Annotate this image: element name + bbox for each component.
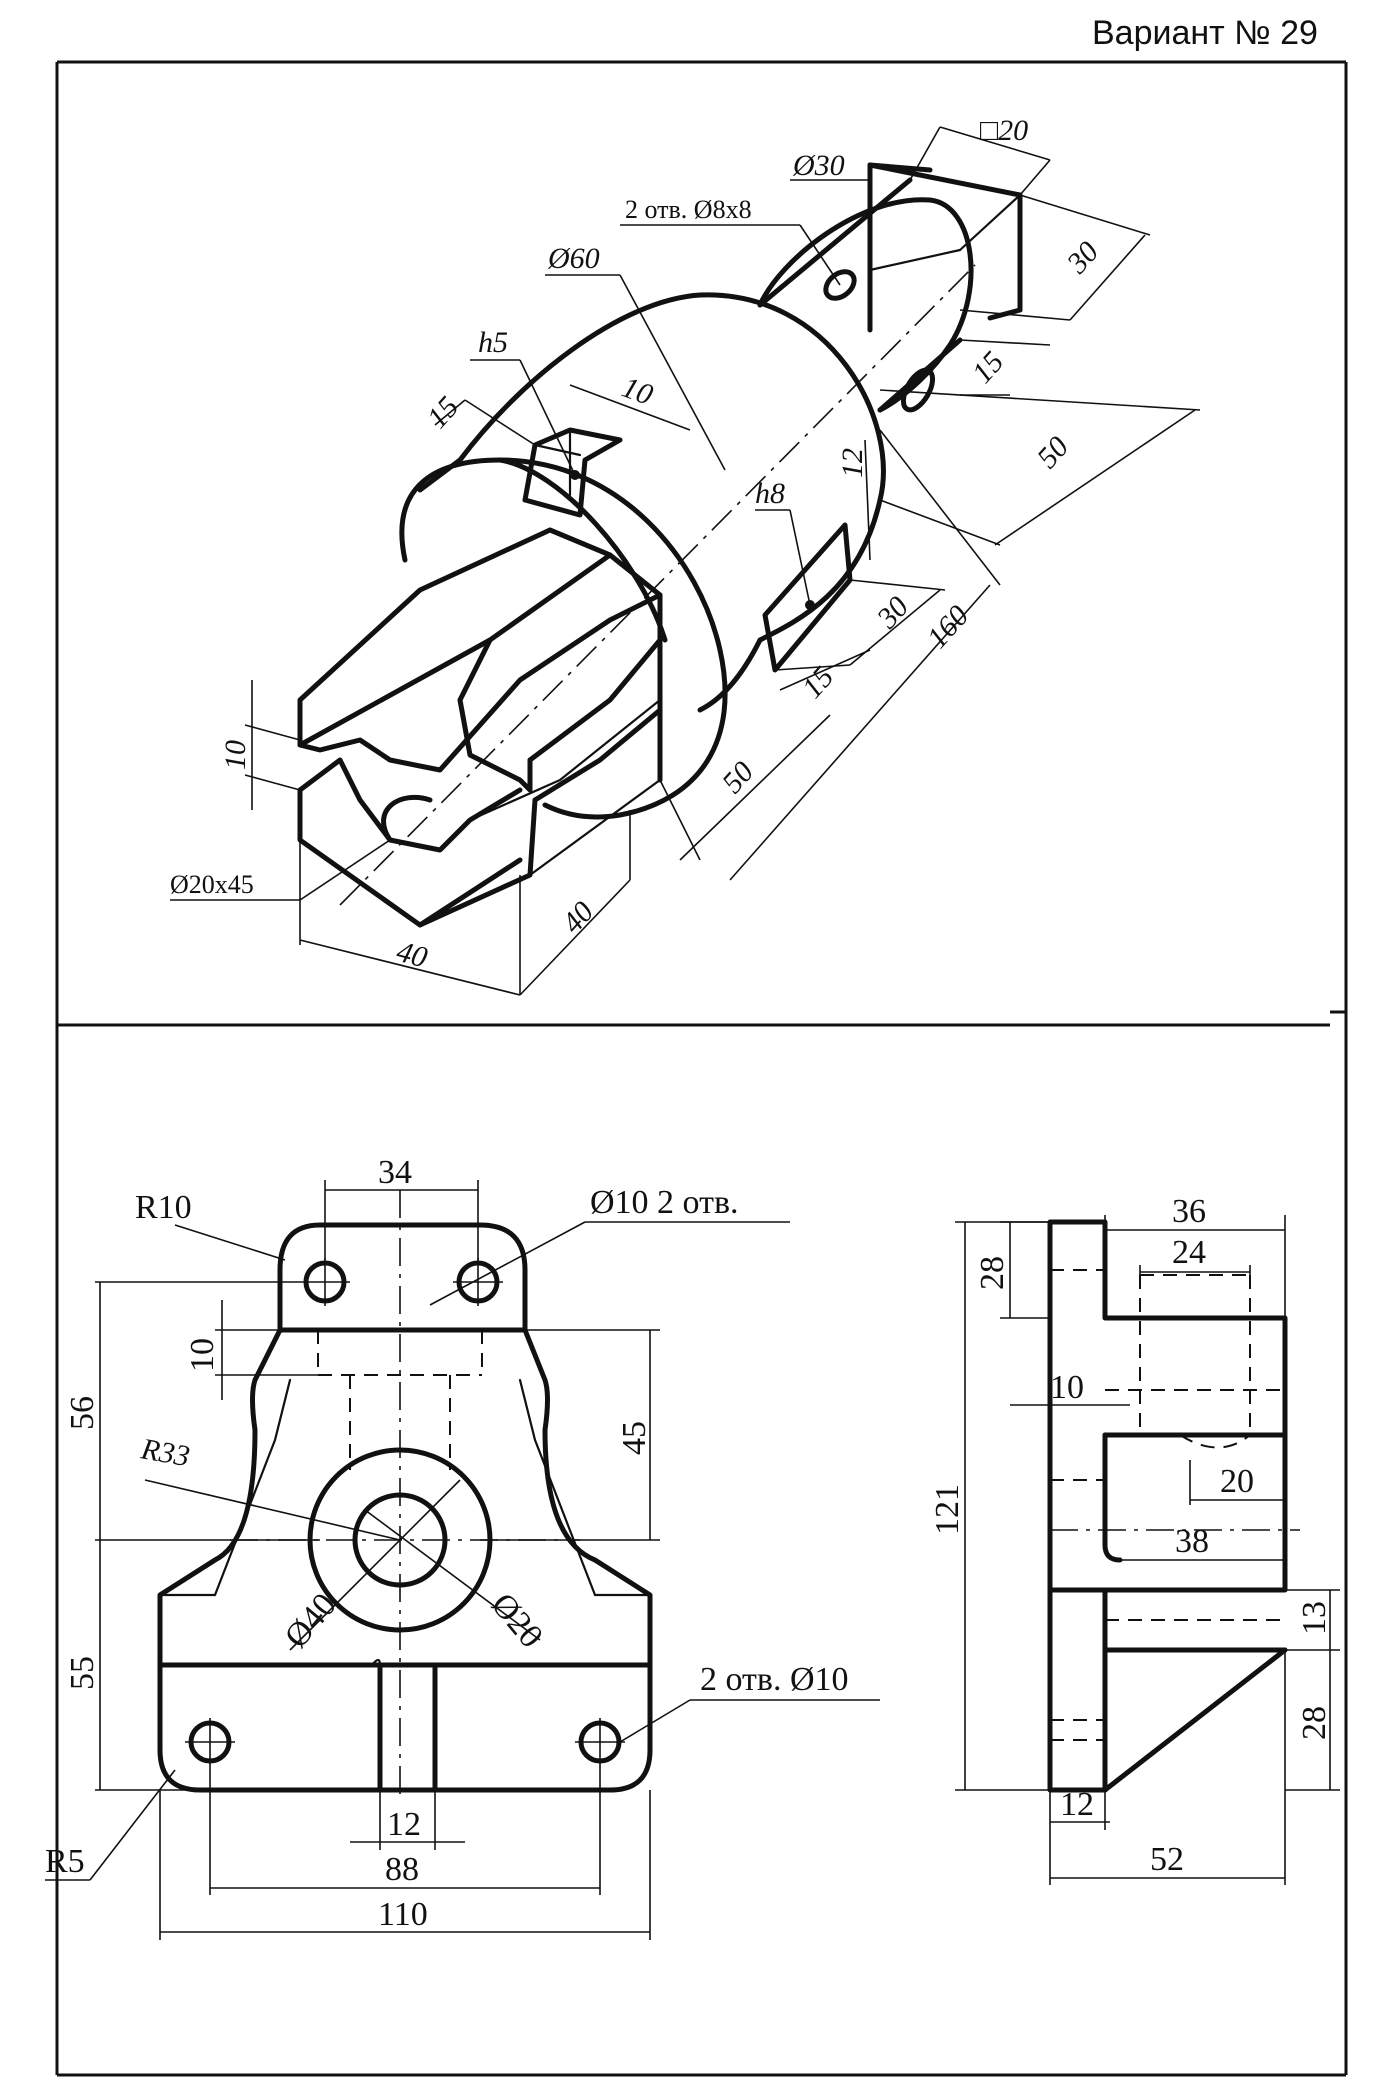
front-outline — [157, 1222, 653, 1793]
dim-10-left: 10 — [219, 740, 252, 770]
keyway-h8 — [762, 522, 853, 673]
keyway-h5 — [522, 427, 623, 518]
sheet-frame — [55, 60, 1348, 2077]
dim-13: 13 — [1296, 1601, 1333, 1635]
dim-r5: R5 — [45, 1843, 85, 1880]
front-view: 34 R10 Ø10 2 отв. 10 56 45 R33 Ø40 Ø20 5… — [45, 1154, 880, 1940]
dim-15-right: 15 — [966, 345, 1011, 389]
dim-d60: Ø60 — [547, 242, 600, 275]
dim-55: 55 — [64, 1656, 101, 1690]
dim-45: 45 — [616, 1421, 653, 1455]
dim-34: 34 — [378, 1154, 412, 1191]
dim-50-right: 50 — [1031, 430, 1076, 474]
dim-d10-bottom: 2 отв. Ø10 — [700, 1661, 849, 1698]
label-h5: h5 — [478, 326, 508, 359]
dim-20-side: 20 — [1220, 1463, 1254, 1500]
dim-d30: Ø30 — [792, 149, 845, 182]
dim-121: 121 — [929, 1484, 966, 1535]
dim-30-mid: 30 — [870, 590, 915, 635]
iso-dimensions: □20 Ø30 2 отв. Ø8x8 30 15 Ø60 — [170, 114, 1201, 996]
dim-56: 56 — [64, 1396, 101, 1430]
hole-side — [900, 367, 936, 413]
dim-12-front: 12 — [387, 1806, 421, 1843]
dim-15-top: 15 — [421, 390, 466, 434]
bore-inner — [352, 1492, 448, 1588]
dim-d10-top: Ø10 2 отв. — [590, 1184, 739, 1221]
flange-disc — [399, 457, 728, 820]
dim-12-side: 12 — [1060, 1786, 1094, 1823]
dim-28-bottom: 28 — [1296, 1706, 1333, 1740]
dim-50-bottom: 50 — [716, 755, 761, 799]
variant-title: Вариант № 29 — [1092, 14, 1318, 52]
side-view: 36 24 28 10 121 20 38 13 28 12 52 — [929, 1193, 1340, 1885]
dim-d20: Ø20 — [484, 1586, 550, 1655]
dim-holes: 2 отв. Ø8x8 — [625, 195, 752, 224]
dim-28-top: 28 — [974, 1256, 1011, 1290]
dim-36: 36 — [1172, 1193, 1206, 1230]
dim-r10: R10 — [135, 1189, 192, 1226]
axis-line — [339, 264, 976, 906]
dim-30-right: 30 — [1060, 235, 1105, 280]
dim-24: 24 — [1172, 1234, 1206, 1271]
dim-12: 12 — [836, 448, 869, 478]
dim-r33: R33 — [138, 1432, 192, 1473]
dim-110: 110 — [378, 1896, 428, 1933]
dim-88: 88 — [385, 1851, 419, 1888]
dim-d40: Ø40 — [278, 1586, 344, 1655]
square-shaft — [867, 162, 1023, 333]
dim-d20x45: Ø20x45 — [170, 870, 254, 899]
label-h8: h8 — [755, 477, 785, 510]
dim-10-side: 10 — [1050, 1369, 1084, 1406]
dim-10: 10 — [184, 1338, 221, 1372]
round-shaft — [757, 177, 974, 413]
dim-40-b: 40 — [556, 895, 601, 939]
fork-body — [297, 527, 663, 928]
dim-160: 160 — [921, 599, 976, 655]
dim-38: 38 — [1175, 1523, 1209, 1560]
hole-top — [823, 269, 857, 301]
dim-sq20: □20 — [980, 114, 1028, 147]
dim-52: 52 — [1150, 1841, 1184, 1878]
dim-40-a: 40 — [393, 935, 431, 975]
isometric-view: □20 Ø30 2 отв. Ø8x8 30 15 Ø60 — [170, 114, 1201, 996]
